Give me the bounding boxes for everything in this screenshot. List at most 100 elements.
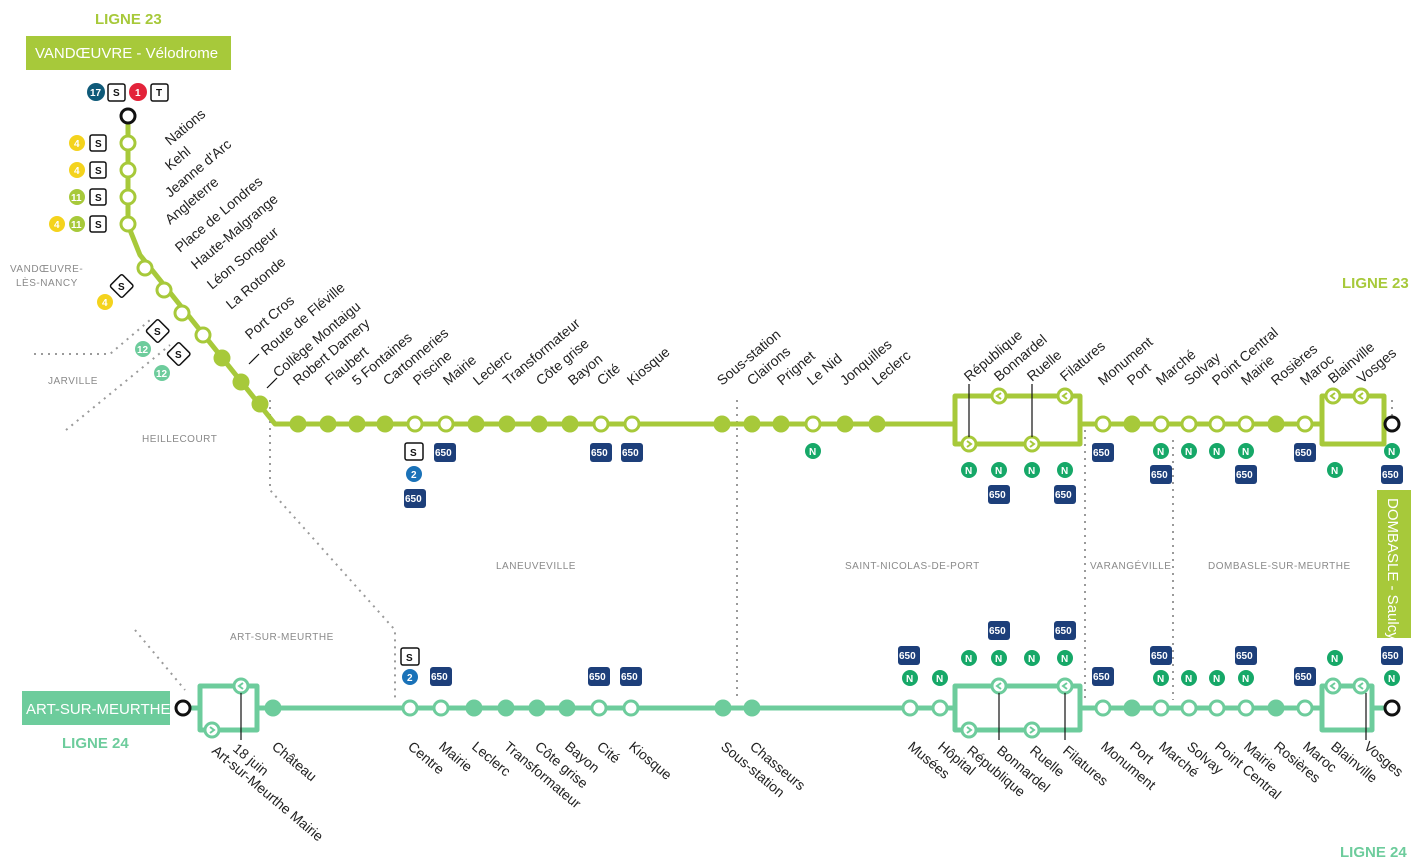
station-marker bbox=[376, 415, 394, 433]
leader-line bbox=[248, 353, 260, 365]
map-text: 4 bbox=[102, 298, 108, 309]
station-marker bbox=[1352, 677, 1370, 695]
night-badge bbox=[1209, 670, 1225, 686]
station-marker bbox=[1123, 699, 1141, 717]
station-marker bbox=[960, 435, 978, 453]
map-text: S bbox=[406, 653, 413, 664]
bus-650-badge bbox=[1150, 465, 1172, 484]
station-marker bbox=[1237, 415, 1255, 433]
line-4-badge bbox=[69, 162, 85, 178]
map-text: 650 bbox=[621, 672, 638, 683]
school-badge bbox=[89, 161, 107, 179]
station-marker bbox=[931, 699, 949, 717]
stop-label: Kiosque bbox=[626, 738, 675, 783]
left-connection-badges: 4 S 4 S 11 S 4 11 S bbox=[49, 134, 107, 233]
night-badge bbox=[961, 462, 977, 478]
map-text: 650 bbox=[1236, 651, 1253, 662]
night-badge bbox=[1238, 443, 1254, 459]
leader-line bbox=[266, 377, 278, 389]
arrow-right-icon bbox=[1029, 726, 1036, 734]
arrow-left-icon bbox=[995, 682, 1002, 690]
map-text: N bbox=[936, 674, 943, 685]
station-marker bbox=[213, 349, 231, 367]
school-badge bbox=[109, 274, 134, 298]
night-badge bbox=[1238, 670, 1254, 686]
bus-650-badge bbox=[430, 667, 452, 686]
map-text: N bbox=[1061, 654, 1068, 665]
line23-main-labels: Flaubert 5 Fontaines Cartonneries Piscin… bbox=[322, 315, 1399, 389]
bus-650-badge bbox=[621, 443, 643, 462]
terminus-box-dombasle bbox=[1377, 490, 1411, 638]
station-marker bbox=[119, 161, 137, 179]
night-badge bbox=[961, 650, 977, 666]
bus-650-badge bbox=[1054, 621, 1076, 640]
bus-650-badge bbox=[404, 489, 426, 508]
line-2-badge bbox=[402, 669, 418, 685]
map-text: 650 bbox=[1093, 672, 1110, 683]
arrow-left-icon bbox=[1061, 392, 1068, 400]
map-text: N bbox=[1028, 466, 1035, 477]
map-text: S bbox=[118, 282, 125, 293]
station-marker bbox=[1094, 699, 1112, 717]
map-text: 650 bbox=[1236, 470, 1253, 481]
station-marker bbox=[1180, 415, 1198, 433]
line23-loop-snp bbox=[952, 393, 1083, 447]
station-marker bbox=[406, 415, 424, 433]
bus-650-badge bbox=[1092, 443, 1114, 462]
station-marker bbox=[804, 415, 822, 433]
school-badge bbox=[166, 342, 191, 366]
terminus-badges: 17 S 1 T bbox=[87, 83, 169, 102]
night-badge bbox=[1024, 650, 1040, 666]
map-text: 650 bbox=[591, 448, 608, 459]
map-text: N bbox=[1388, 447, 1395, 458]
map-text: N bbox=[1185, 674, 1192, 685]
arrow-right-icon bbox=[1029, 440, 1036, 448]
line23-loop-arrows bbox=[966, 392, 1364, 448]
station-marker bbox=[251, 395, 269, 413]
night-badge bbox=[1209, 443, 1225, 459]
map-text: S bbox=[95, 220, 102, 231]
map-text: N bbox=[1213, 674, 1220, 685]
map-text: S bbox=[175, 350, 182, 361]
station-marker bbox=[348, 415, 366, 433]
station-marker bbox=[960, 721, 978, 739]
station-marker bbox=[1123, 415, 1141, 433]
map-text: N bbox=[1242, 447, 1249, 458]
station-marker bbox=[1237, 699, 1255, 717]
night-badge bbox=[1181, 670, 1197, 686]
station-marker bbox=[623, 415, 641, 433]
terminus-box-art bbox=[22, 691, 170, 725]
station-marker bbox=[558, 699, 576, 717]
station-marker bbox=[1208, 415, 1226, 433]
line-11-badge bbox=[69, 216, 85, 232]
school-badge bbox=[404, 442, 424, 461]
map-text: 4 bbox=[54, 220, 60, 231]
boundary-heillecourt bbox=[269, 400, 396, 700]
station-marker bbox=[467, 415, 485, 433]
school-badge bbox=[400, 647, 420, 666]
station-marker bbox=[836, 415, 854, 433]
map-text: N bbox=[995, 466, 1002, 477]
map-text: N bbox=[1331, 466, 1338, 477]
map-text: N bbox=[1242, 674, 1249, 685]
night-badge bbox=[1153, 670, 1169, 686]
arrow-left-icon bbox=[1329, 682, 1336, 690]
map-text: 650 bbox=[405, 494, 422, 505]
line24-stations bbox=[174, 677, 1401, 739]
station-marker bbox=[1324, 677, 1342, 695]
station-marker bbox=[1180, 699, 1198, 717]
arrow-left-icon bbox=[1357, 392, 1364, 400]
zone-art-sur-meurthe: ART-SUR-MEURTHE bbox=[230, 632, 334, 643]
station-marker bbox=[289, 415, 307, 433]
map-text: 17 bbox=[90, 88, 102, 99]
line-2-badge bbox=[406, 466, 422, 482]
map-text: N bbox=[906, 674, 913, 685]
station-marker bbox=[1056, 677, 1074, 695]
map-text: 4 bbox=[74, 166, 80, 177]
terminus-dombasle-label: DOMBASLE - Saulcy bbox=[1384, 498, 1401, 640]
station-marker bbox=[1023, 435, 1041, 453]
line23-route bbox=[125, 116, 1392, 447]
bus-650-badge bbox=[1381, 465, 1403, 484]
map-text: 11 bbox=[71, 220, 82, 231]
school-badge bbox=[89, 134, 107, 152]
